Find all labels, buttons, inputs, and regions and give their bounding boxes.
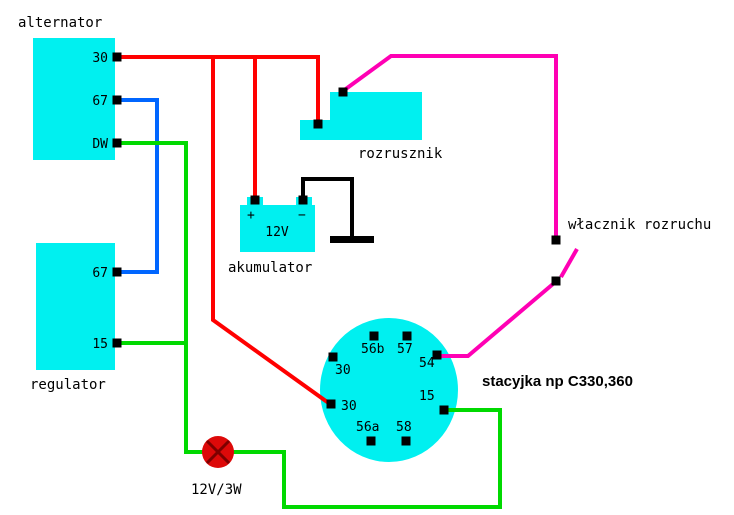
terminal-ignition-56a bbox=[366, 436, 376, 446]
terminal-switch-bottom bbox=[551, 276, 561, 286]
terminal-ignition-15 bbox=[439, 405, 449, 415]
ignition-terminal-56b-label: 56b bbox=[361, 342, 385, 357]
ignition-terminal-56a-label: 56a bbox=[356, 420, 379, 435]
terminal-ignition-30-lower bbox=[326, 399, 336, 409]
terminal-ignition-56b bbox=[369, 331, 379, 341]
terminal-starter-main bbox=[338, 87, 348, 97]
alternator-terminal-30-label: 30 bbox=[92, 51, 108, 66]
alternator-terminal-67-label: 67 bbox=[92, 94, 108, 109]
terminal-ignition-58 bbox=[401, 436, 411, 446]
magenta-switch-blade bbox=[559, 248, 579, 278]
terminal-starter-solenoid bbox=[313, 119, 323, 129]
battery-label: akumulator bbox=[228, 260, 312, 276]
magenta-wire-starter-to-switch bbox=[341, 54, 558, 237]
ignition-switch-circle bbox=[320, 318, 458, 462]
switch-label: włacznik rozruchu bbox=[568, 217, 711, 233]
lamp-cross-line-2 bbox=[205, 439, 231, 465]
battery-plus-sign: + bbox=[247, 208, 255, 223]
green-wire-lamp-to-ignition-15 bbox=[233, 408, 502, 509]
battery-box bbox=[240, 205, 315, 252]
terminal-battery-plus bbox=[250, 195, 260, 205]
ignition-label: stacyjka np C330,360 bbox=[482, 373, 633, 390]
battery-minus-sign: − bbox=[298, 208, 306, 223]
terminal-ignition-57 bbox=[402, 331, 412, 341]
ignition-terminal-54-label: 54 bbox=[419, 356, 435, 371]
regulator-label: regulator bbox=[30, 377, 106, 393]
ignition-terminal-15-label: 15 bbox=[419, 389, 435, 404]
terminal-switch-top bbox=[551, 235, 561, 245]
terminal-regulator-15 bbox=[112, 338, 122, 348]
regulator-box bbox=[36, 243, 115, 370]
regulator-terminal-67-label: 67 bbox=[92, 266, 108, 281]
alternator-label: alternator bbox=[18, 15, 102, 31]
ground-bar bbox=[330, 236, 374, 243]
terminal-alternator-dw bbox=[112, 138, 122, 148]
starter-box bbox=[330, 92, 422, 140]
ignition-terminal-58-label: 58 bbox=[396, 420, 412, 435]
green-wire-dw-to-lamp bbox=[119, 141, 204, 454]
terminal-alternator-30 bbox=[112, 52, 122, 62]
ignition-terminal-30-lower-label: 30 bbox=[341, 399, 357, 414]
ignition-terminal-57-label: 57 bbox=[397, 342, 413, 357]
terminal-ignition-54 bbox=[432, 350, 442, 360]
magenta-wire-switch-to-54 bbox=[440, 282, 555, 358]
terminal-ignition-30-upper bbox=[328, 352, 338, 362]
black-wire-battery-ground bbox=[301, 177, 354, 238]
battery-voltage: 12V bbox=[265, 225, 289, 240]
alternator-box bbox=[33, 38, 115, 160]
terminal-regulator-67 bbox=[112, 267, 122, 277]
blue-wire-67 bbox=[119, 98, 159, 274]
terminal-alternator-67 bbox=[112, 95, 122, 105]
terminal-battery-minus bbox=[298, 195, 308, 205]
red-wire-ignition-branch bbox=[211, 55, 332, 406]
ignition-terminal-30-upper-label: 30 bbox=[335, 363, 351, 378]
starter-label: rozrusznik bbox=[358, 146, 443, 162]
lamp-label: 12V/3W bbox=[191, 482, 242, 498]
alternator-terminal-dw-label: DW bbox=[92, 137, 108, 152]
regulator-terminal-15-label: 15 bbox=[92, 337, 108, 352]
